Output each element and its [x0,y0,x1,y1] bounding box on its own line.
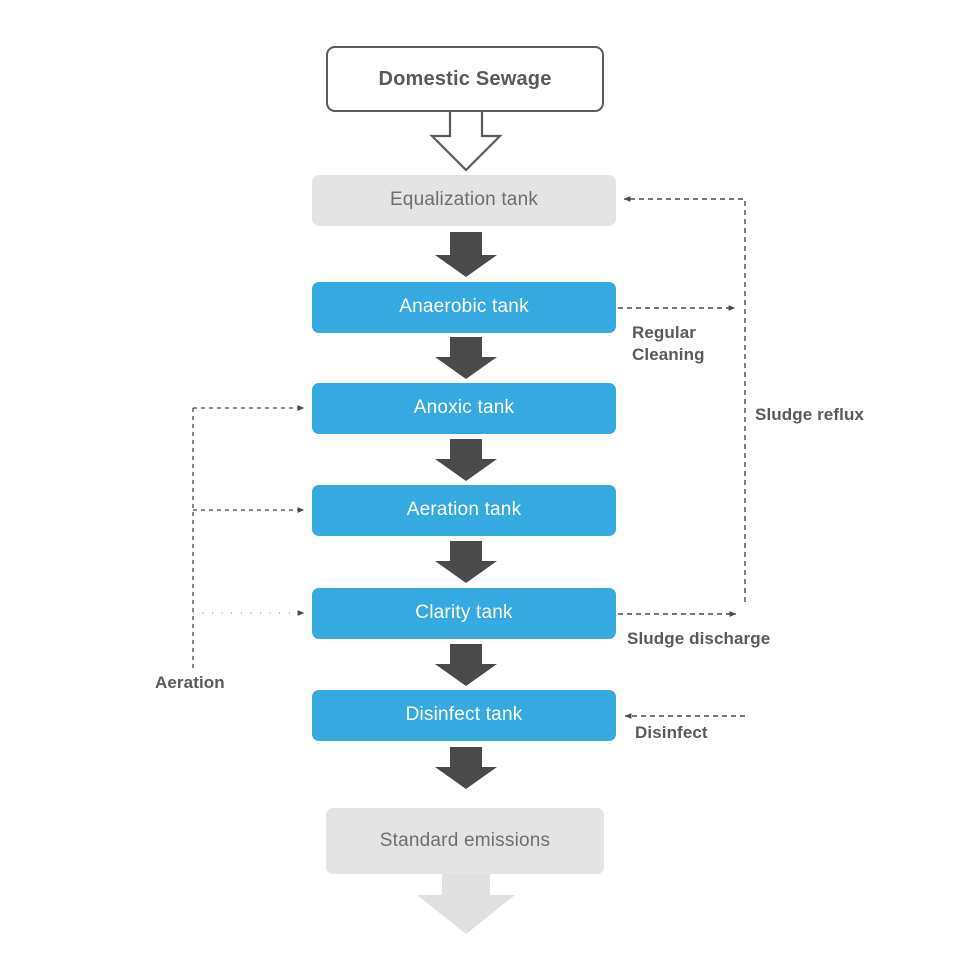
node-label-standard-emissions: Standard emissions [379,829,551,851]
node-standard-emissions[interactable]: Standard emissions [326,808,604,874]
node-label-anaerobic-tank: Anaerobic tank [399,296,529,318]
arrow-anoxic-to-aeration [435,439,497,481]
node-label-equalization-tank: Equalization tank [389,189,539,211]
node-label-clarity-tank: Clarity tank [415,602,513,624]
node-clarity-tank[interactable]: Clarity tank [312,588,616,639]
node-anaerobic-tank[interactable]: Anaerobic tank [312,282,616,333]
edge-label-sludge-reflux: Sludge reflux [755,405,864,424]
arrow-equalization-to-anaerobic [435,232,497,277]
node-label-anoxic-tank: Anoxic tank [413,397,515,419]
arrow-clarity-to-disinfect [435,644,497,686]
arrow-standard-emissions-outflow [417,874,515,934]
node-disinfect-tank[interactable]: Disinfect tank [312,690,616,741]
node-label-domestic-sewage: Domestic Sewage [378,68,552,90]
arrow-disinfect-to-standard-emissions [435,747,497,789]
arrow-anaerobic-to-anoxic [435,337,497,379]
edge-label-aeration: Aeration [155,673,225,692]
node-anoxic-tank[interactable]: Anoxic tank [312,383,616,434]
edge-label-regular-cleaning: Regular Cleaning [632,323,705,365]
node-domestic-sewage[interactable]: Domestic Sewage [326,46,604,112]
node-aeration-tank[interactable]: Aeration tank [312,485,616,536]
connector-sludge-reflux [623,196,746,602]
arrow-domestic-sewage-to-equalization [429,112,503,172]
node-label-aeration-tank: Aeration tank [406,499,522,521]
edge-label-sludge-discharge: Sludge discharge [627,629,771,648]
node-label-disinfect-tank: Disinfect tank [405,704,523,726]
node-equalization-tank[interactable]: Equalization tank [312,175,616,226]
arrow-aeration-to-clarity [435,541,497,583]
edge-label-disinfect: Disinfect [635,723,708,742]
